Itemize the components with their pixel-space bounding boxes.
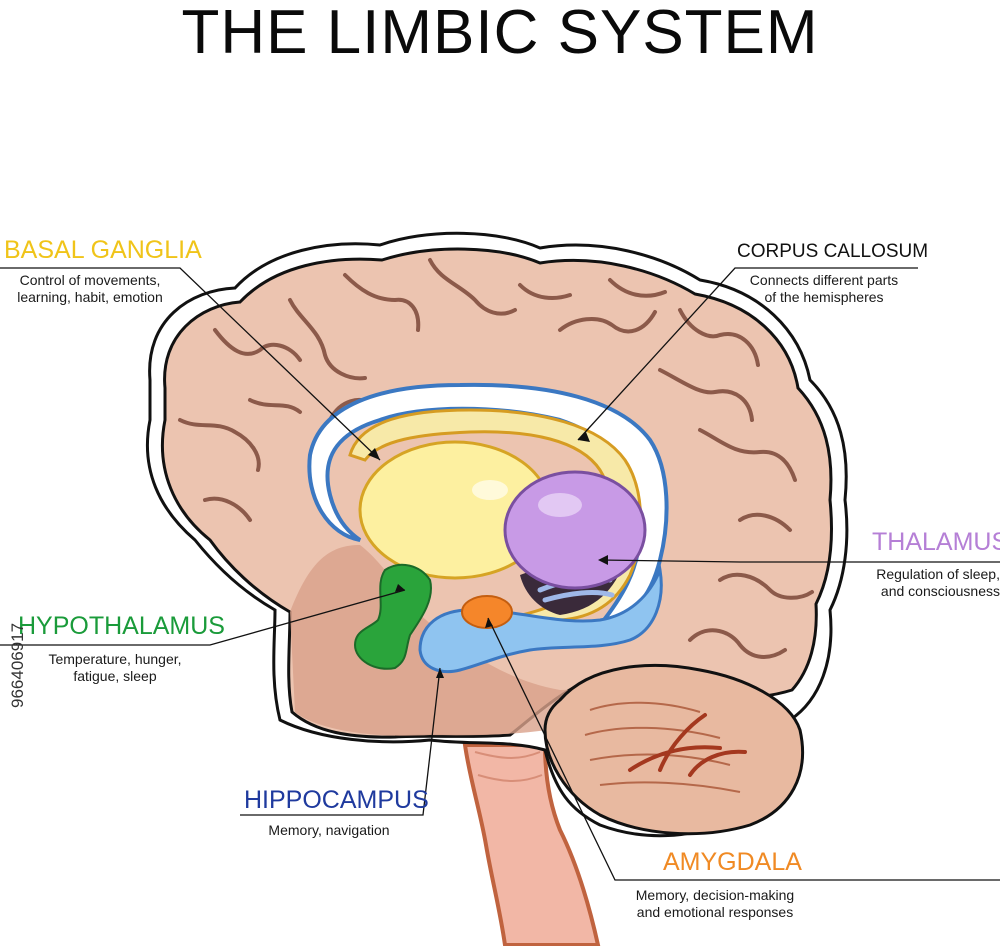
hippocampus-label: HIPPOCAMPUS [244, 786, 429, 814]
basal-ganglia-desc-line: learning, habit, emotion [17, 289, 163, 305]
corpus-callosum-desc-line: Connects different parts [749, 272, 899, 288]
hippocampus-desc-line: Memory, navigation [268, 822, 390, 838]
amygdala [461, 595, 513, 629]
stock-image-id: 966406917 [8, 622, 27, 708]
amygdala-desc-line: Memory, decision-making [635, 887, 795, 903]
amygdala-desc-line: and emotional responses [636, 904, 794, 920]
corpus-callosum-desc: Connects different parts of the hemisphe… [730, 272, 918, 306]
thalamus-desc: Regulation of sleep, and consciousness [858, 566, 1000, 600]
thalamus-label: THALAMUS [872, 528, 1000, 556]
cerebellum [543, 663, 805, 836]
hippocampus-desc: Memory, navigation [244, 822, 414, 839]
hypothalamus [353, 563, 432, 670]
sulci [178, 258, 814, 659]
thalamus [503, 470, 647, 590]
corpus-callosum-desc-line: of the hemispheres [764, 289, 884, 305]
page-title: THE LIMBIC SYSTEM [181, 0, 819, 67]
basal-ganglia-desc: Control of movements, learning, habit, e… [0, 272, 180, 306]
leader-lines [0, 267, 1000, 881]
corpus-callosum-label: CORPUS CALLOSUM [737, 241, 929, 262]
basal-ganglia-label: BASAL GANGLIA [4, 236, 202, 264]
basal-ganglia-desc-line: Control of movements, [19, 272, 161, 288]
amygdala-desc: Memory, decision-making and emotional re… [615, 887, 815, 921]
hypothalamus-desc-line: fatigue, sleep [73, 668, 157, 684]
hypothalamus-desc-line: Temperature, hunger, [48, 651, 182, 667]
thalamus-desc-line: Regulation of sleep, [876, 566, 1000, 582]
hypothalamus-desc: Temperature, hunger, fatigue, sleep [30, 651, 200, 685]
hypothalamus-label: HYPOTHALAMUS [18, 612, 225, 640]
brainstem [462, 743, 601, 946]
thalamus-desc-line: and consciousness [880, 583, 1000, 599]
amygdala-label: AMYGDALA [663, 848, 802, 876]
